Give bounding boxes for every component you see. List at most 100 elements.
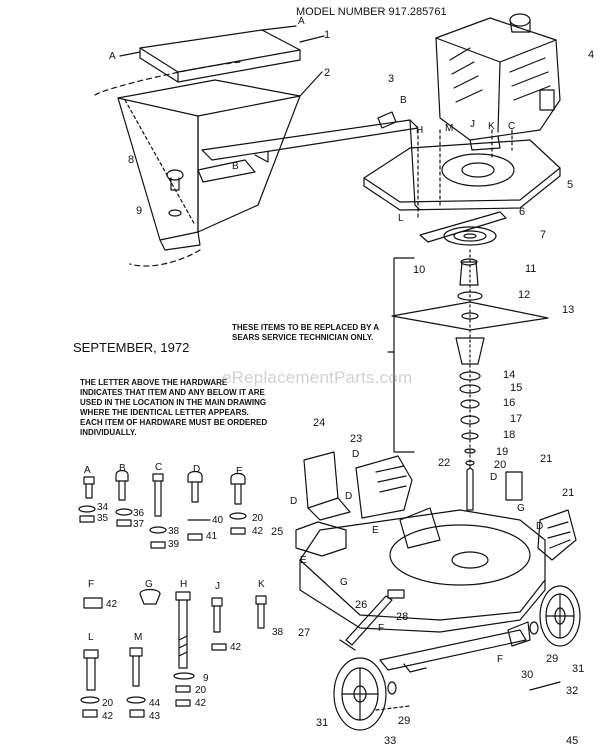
callout-33: 33 (384, 735, 397, 747)
callout-19: 19 (496, 446, 509, 458)
loc-H: H (416, 125, 424, 136)
hw-ref-41: 41 (206, 531, 218, 542)
callout-23: 23 (350, 433, 363, 445)
hw-ref-38: 38 (168, 526, 180, 537)
hw-ref-9: 9 (203, 673, 209, 684)
part-22-bolt (466, 467, 474, 511)
sears-note: THESE ITEMS TO BE REPLACED BY A SEARS SE… (232, 323, 379, 342)
sears-bracket-line (387, 257, 415, 353)
loc-J: J (470, 119, 475, 130)
loc-D-21: D (490, 472, 498, 483)
hardware-legend-F-M (80, 588, 267, 718)
callout-10: 10 (413, 264, 426, 276)
callout-30: 30 (521, 669, 534, 681)
callout-2: 2 (324, 67, 331, 79)
hw-ref-38-k: 38 (272, 627, 284, 638)
hw-ref-42-j: 42 (230, 642, 242, 653)
callout-9: 9 (136, 205, 143, 217)
part-shaft-stack (455, 249, 485, 471)
hardware-letter-G: G (145, 579, 153, 590)
hw-ref-43: 43 (149, 711, 161, 722)
part-bracket (419, 211, 507, 243)
part-25-bracket (295, 521, 347, 557)
callout-28: 28 (396, 611, 409, 623)
hardware-legend-A-E (78, 469, 247, 549)
loc-D-23b: D (345, 491, 353, 502)
loc-F-28: F (378, 623, 385, 634)
hw-ref-37: 37 (133, 519, 145, 530)
callout-27: 27 (298, 627, 311, 639)
part-29-washer-left (387, 681, 397, 695)
part-23-bracket (355, 455, 413, 519)
callout-15: 15 (510, 382, 523, 394)
loc-B-center: B (232, 161, 239, 172)
hardware-letter-E: E (236, 466, 243, 477)
loc-E-left: E (300, 555, 307, 566)
callout-22: 22 (438, 457, 451, 469)
hardware-letter-A: A (84, 465, 91, 476)
hw-ref-42: 42 (252, 526, 264, 537)
callout-4: 4 (588, 49, 595, 61)
callout-29-left: 29 (398, 715, 411, 727)
callout-31-left: 31 (316, 717, 329, 729)
callout-26: 26 (355, 599, 368, 611)
hardware-letter-L: L (88, 632, 94, 643)
part-blade (391, 301, 549, 331)
model-number: MODEL NUMBER 917.285761 (296, 6, 447, 18)
hardware-letter-M: M (134, 632, 143, 643)
callout-7: 7 (540, 229, 547, 241)
hw-ref-42-h: 42 (195, 698, 207, 709)
loc-E-25: E (372, 525, 379, 536)
part-24-bracket (303, 451, 351, 521)
part-pulley (443, 226, 497, 246)
loc-M: M (445, 123, 454, 134)
loc-D-right: D (536, 521, 544, 532)
hw-ref-39: 39 (168, 539, 180, 550)
part-knob (166, 169, 184, 217)
callout-32: 32 (566, 685, 579, 697)
hw-ref-20-l: 20 (102, 698, 114, 709)
page-number: 45 (566, 735, 579, 747)
date-label: SEPTEMBER, 1972 (73, 340, 190, 355)
hw-ref-42-f: 42 (106, 599, 118, 610)
callout-31-right: 31 (572, 663, 585, 675)
callout-11: 11 (525, 263, 537, 275)
callout-3: 3 (388, 73, 395, 85)
watermark: eReplacementParts.com (222, 368, 413, 387)
callout-8: 8 (128, 154, 135, 166)
hardware-note: THE LETTER ABOVE THE HARDWARE INDICATES … (80, 378, 268, 437)
callout-18: 18 (503, 429, 516, 441)
part-21-right (537, 509, 577, 561)
part-cover (119, 25, 325, 83)
hardware-letter-K: K (258, 579, 265, 590)
loc-K: K (488, 121, 495, 132)
hardware-letter-B: B (119, 463, 126, 474)
part-hopper (94, 61, 323, 267)
callout-21-top: 21 (540, 453, 553, 465)
part-wheel-right (539, 585, 581, 647)
hw-ref-40: 40 (212, 515, 224, 526)
loc-G-housing: G (340, 577, 348, 588)
loc-A-left: A (109, 51, 116, 62)
loc-D-23: D (352, 449, 360, 460)
part-engine (435, 13, 561, 151)
callout-20: 20 (494, 459, 507, 471)
loc-A-right: A (298, 16, 305, 27)
hw-ref-20-h: 20 (195, 685, 207, 696)
callout-6: 6 (519, 206, 526, 218)
callout-29-right: 29 (546, 653, 559, 665)
callout-16: 16 (503, 397, 516, 409)
loc-L: L (398, 213, 404, 224)
loc-D-24: D (290, 496, 298, 507)
part-wheel-left (333, 657, 387, 731)
loc-B-right: B (400, 95, 407, 106)
hw-ref-35: 35 (97, 513, 109, 524)
part-housing (299, 507, 546, 633)
sears-bracket-line-lower (393, 351, 415, 453)
hardware-letter-D: D (193, 464, 201, 475)
hw-ref-44: 44 (149, 698, 161, 709)
callout-12: 12 (518, 289, 531, 301)
callout-5: 5 (567, 179, 574, 191)
part-mount-plate (363, 129, 561, 221)
